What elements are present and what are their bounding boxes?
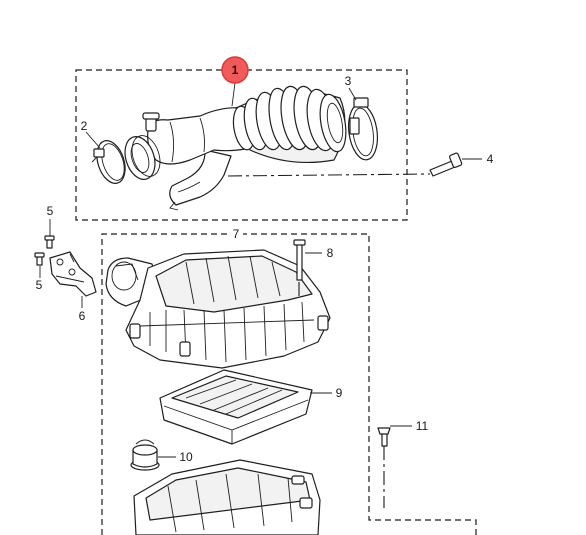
air-filter-element-part-9 [159,369,313,445]
air-cleaner-cover-part-7 [105,249,331,369]
centerline-bolt-4 [227,173,431,177]
bolt-part-4 [429,152,463,177]
hose-clamp-part-2 [91,140,126,184]
callout-9: 9 [336,386,343,400]
grommet-part-10 [130,439,160,471]
leader-1 [231,82,236,107]
callout-8: 8 [327,246,334,260]
leader-2 [85,131,101,149]
hose-clamp-part-3 [347,97,379,161]
callout-4: 4 [487,152,494,166]
highlight-marker-1[interactable] [221,56,249,84]
callout-5-upper: 5 [47,204,54,218]
screw-part-8 [293,239,306,281]
screw-part-11 [377,427,391,447]
callout-2: 2 [81,119,88,133]
callout-5-lower: 5 [36,278,43,292]
callout-10: 10 [179,450,193,464]
group-box-air-cleaner [101,233,477,535]
callout-7: 7 [233,227,240,241]
callout-7-bg [229,228,243,240]
air-cleaner-lower-housing [133,459,321,535]
screw-part-5-upper [44,235,55,249]
callout-11: 11 [416,419,429,433]
intake-duct-part [124,85,347,211]
callout-3: 3 [345,74,352,88]
screw-part-5-lower [34,252,45,266]
callout-6: 6 [79,309,86,323]
bracket-part-6 [49,251,97,297]
callout-1: 1 [232,63,239,77]
leader-3 [348,87,357,101]
